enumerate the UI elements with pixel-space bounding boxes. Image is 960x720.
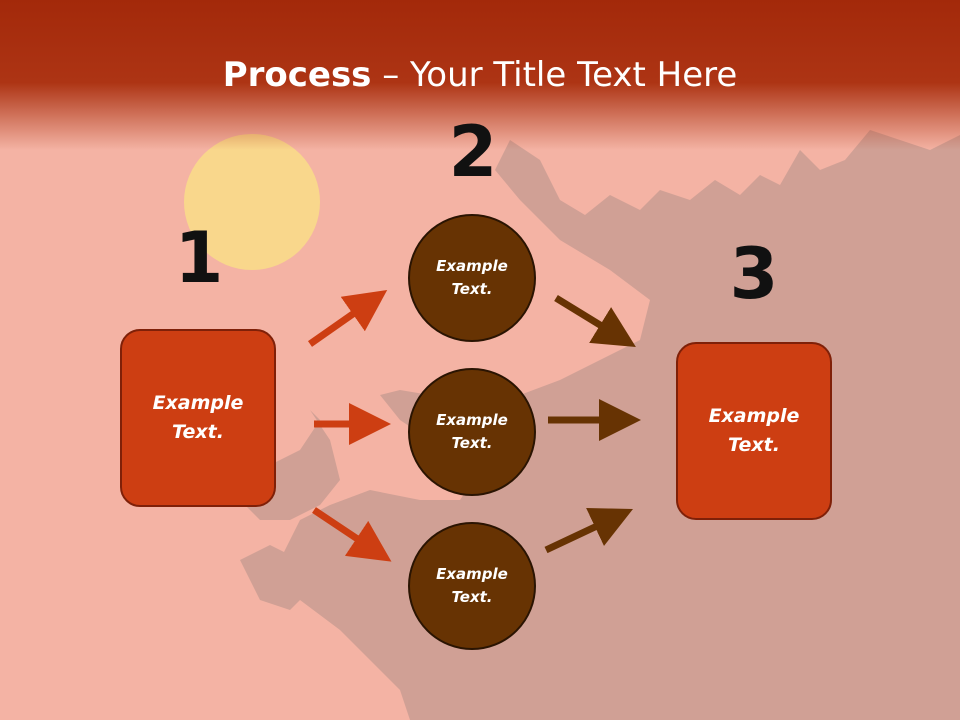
- title-rest: – Your Title Text Here: [371, 55, 738, 95]
- step-number-3: 3: [729, 233, 779, 315]
- step-number-1: 1: [174, 217, 224, 299]
- process-circle-middle-text: Example Text.: [436, 411, 508, 452]
- process-box-start[interactable]: Example Text.: [120, 329, 276, 507]
- step-number-2: 2: [448, 111, 498, 193]
- arrow-right-bottom: [544, 507, 634, 554]
- process-box-start-text: Example Text.: [152, 392, 244, 443]
- arrow-left-bottom: [312, 507, 392, 562]
- header-band: [0, 0, 960, 150]
- arrow-right-top: [554, 295, 636, 347]
- page-title: Process – Your Title Text Here: [0, 52, 960, 98]
- process-box-end-text: Example Text.: [708, 405, 800, 456]
- process-circle-bottom[interactable]: Example Text.: [408, 522, 536, 650]
- title-bold: Process: [222, 55, 372, 95]
- arrow-left-top: [307, 289, 388, 347]
- process-circle-top-text: Example Text.: [436, 257, 508, 298]
- process-circle-middle[interactable]: Example Text.: [408, 368, 536, 496]
- process-circle-bottom-text: Example Text.: [436, 565, 508, 606]
- process-circle-top[interactable]: Example Text.: [408, 214, 536, 342]
- process-box-end[interactable]: Example Text.: [676, 342, 832, 520]
- sun: [184, 134, 320, 270]
